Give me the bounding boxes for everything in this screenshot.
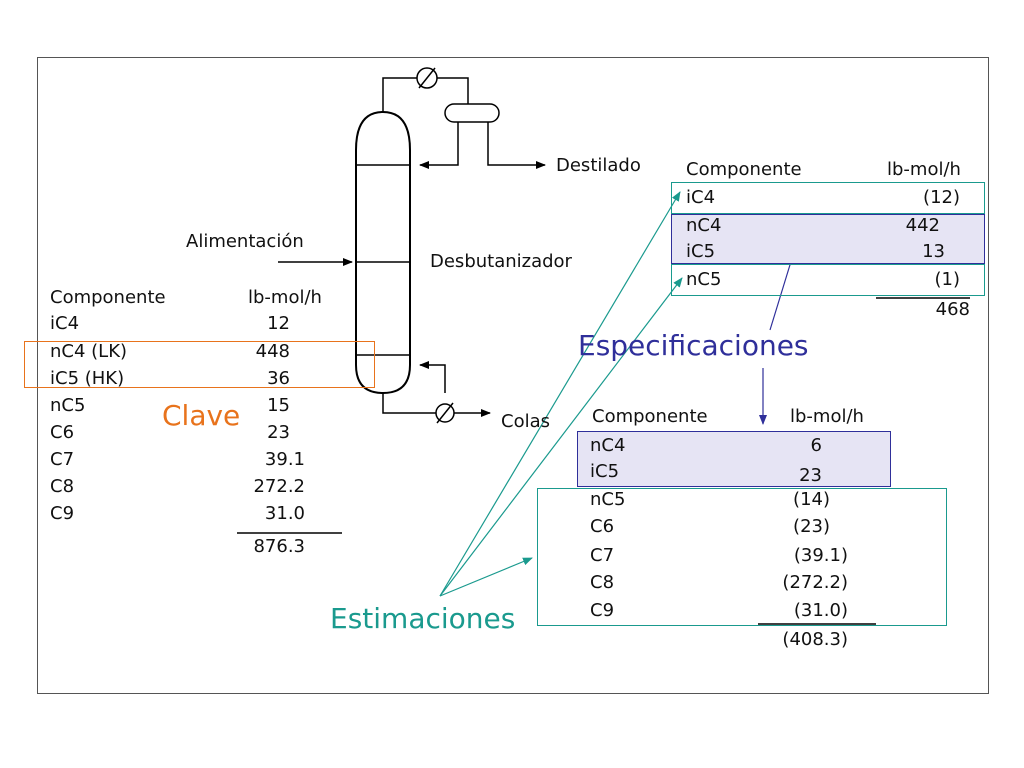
column-vessel bbox=[355, 110, 411, 395]
estimaciones-arrow bbox=[439, 191, 681, 597]
destilado-label: Destilado bbox=[556, 155, 641, 176]
bottoms-row-value: 23 bbox=[799, 465, 822, 486]
slide-frame bbox=[37, 57, 989, 694]
feed-row-value: 272.2 bbox=[253, 476, 305, 497]
distillate-total: 468 bbox=[935, 299, 970, 320]
distillate-spec-box bbox=[671, 214, 985, 264]
feed-header-component: Componente bbox=[50, 287, 166, 308]
feed-row-component: C7 bbox=[50, 449, 75, 470]
bottoms-row-component: C7 bbox=[590, 545, 615, 566]
feed-total: 876.3 bbox=[253, 536, 305, 557]
bottoms-row-component: C8 bbox=[590, 572, 615, 593]
reflux-drum-icon bbox=[444, 103, 500, 123]
bottoms-total: (408.3) bbox=[782, 629, 848, 650]
feed-row-component: C6 bbox=[50, 422, 75, 443]
desbutanizador-label: Desbutanizador bbox=[430, 251, 572, 272]
overhead-line bbox=[382, 77, 417, 112]
feed-row-component: iC4 bbox=[50, 313, 80, 334]
feed-row-value: 36 bbox=[267, 368, 290, 389]
distillate-row-component: nC5 bbox=[686, 269, 722, 290]
bottoms-row-component: C9 bbox=[590, 600, 615, 621]
distillate-line bbox=[487, 122, 546, 169]
bottoms-row-component: nC5 bbox=[590, 489, 626, 510]
distillate-row-component: iC5 bbox=[686, 241, 716, 262]
bottoms-line bbox=[382, 393, 436, 414]
estimaciones-arrow bbox=[439, 557, 533, 597]
bottoms-row-value: (39.1) bbox=[793, 545, 848, 566]
distillate-estimate-box-bottom bbox=[671, 264, 985, 296]
bottoms-estimate-box bbox=[537, 488, 947, 626]
feed-row-value: 15 bbox=[267, 395, 290, 416]
feed-row-component: nC4 (LK) bbox=[50, 341, 128, 362]
bottoms-spec-box bbox=[577, 431, 891, 487]
distillate-row-value: (12) bbox=[923, 187, 960, 208]
clave-label: Clave bbox=[162, 399, 241, 432]
bottoms-row-value: (31.0) bbox=[793, 600, 848, 621]
distillate-row-value: (1) bbox=[934, 269, 961, 290]
reflux-line bbox=[419, 122, 459, 169]
distillate-row-component: iC4 bbox=[686, 187, 716, 208]
feed-header-flow: lb-mol/h bbox=[248, 287, 322, 308]
colas-label: Colas bbox=[501, 411, 550, 432]
clave-highlight-box bbox=[24, 341, 375, 388]
feed-row-component: C9 bbox=[50, 503, 75, 524]
bottoms-header-flow: lb-mol/h bbox=[790, 406, 864, 427]
alimentacion-label: Alimentación bbox=[186, 231, 304, 252]
bottoms-row-component: iC5 bbox=[590, 461, 620, 482]
especificaciones-label: Especificaciones bbox=[578, 329, 809, 362]
distillate-header-flow: lb-mol/h bbox=[887, 159, 961, 180]
reboiler-return-line bbox=[419, 361, 446, 393]
feed-row-value: 12 bbox=[267, 313, 290, 334]
bottoms-row-value: 6 bbox=[810, 435, 822, 456]
distillate-estimate-box-top bbox=[671, 182, 985, 214]
estimaciones-label: Estimaciones bbox=[330, 602, 516, 635]
feed-row-component: nC5 bbox=[50, 395, 86, 416]
distillate-row-component: nC4 bbox=[686, 215, 722, 236]
bottoms-row-component: nC4 bbox=[590, 435, 626, 456]
feed-row-component: iC5 (HK) bbox=[50, 368, 125, 389]
feed-row-component: C8 bbox=[50, 476, 75, 497]
distillate-row-value: 13 bbox=[922, 241, 945, 262]
feed-row-value: 39.1 bbox=[264, 449, 305, 470]
estimaciones-arrow bbox=[439, 277, 683, 597]
feed-row-value: 23 bbox=[267, 422, 290, 443]
bottoms-row-value: (272.2) bbox=[782, 572, 848, 593]
bottoms-row-value: (14) bbox=[793, 489, 830, 510]
feed-row-value: 448 bbox=[255, 341, 290, 362]
bottoms-row-component: C6 bbox=[590, 516, 615, 537]
bottoms-header-component: Componente bbox=[592, 406, 708, 427]
distillate-row-value: 442 bbox=[905, 215, 940, 236]
feed-row-value: 31.0 bbox=[264, 503, 305, 524]
bottoms-row-value: (23) bbox=[793, 516, 830, 537]
distillate-header-component: Componente bbox=[686, 159, 802, 180]
especificaciones-arrow bbox=[769, 254, 795, 331]
